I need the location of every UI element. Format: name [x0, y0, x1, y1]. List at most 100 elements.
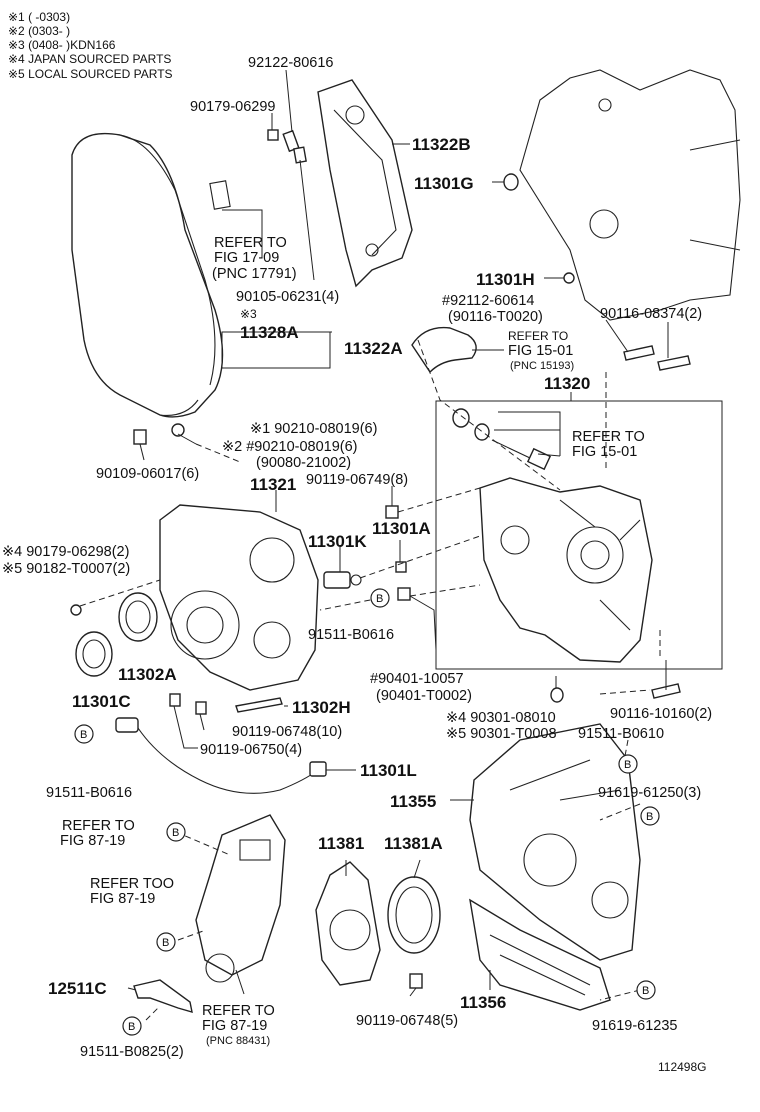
refer-15-01-line1: REFER TO: [508, 329, 568, 343]
label-91511-B0825: 91511-B0825(2): [80, 1044, 184, 1060]
svg-text:B: B: [172, 827, 179, 839]
rear-plate-11355-drawing: [469, 723, 641, 961]
label-91619-61250: 91619-61250(3): [598, 785, 701, 801]
refer-87-19-b-line1: REFER TOO: [90, 876, 174, 892]
plate-11356-drawing: [469, 898, 611, 1011]
label-11301L: 11301L: [360, 761, 417, 780]
badge-b-6: B: [156, 932, 176, 952]
drawing-number: 112498G: [658, 1060, 707, 1074]
badge-b-8: B: [122, 1016, 142, 1036]
refer-17-09-line3: (PNC 17791): [212, 266, 297, 282]
badge-b-4: B: [640, 806, 660, 826]
label-11381: 11381: [318, 834, 364, 853]
badge-b-1: B: [370, 588, 390, 608]
seal-11381A-drawing: [387, 876, 441, 954]
label-11322B: 11322B: [412, 135, 471, 154]
note-3: ※3 (0408- )KDN166: [8, 38, 116, 52]
label-90210-08019-1: ※1 90210-08019(6): [250, 421, 377, 437]
label-11301A: 11301A: [372, 519, 431, 538]
label-11301K: 11301K: [308, 532, 367, 551]
relief-valve-drawing: [452, 408, 552, 471]
label-11328A: 11328A: [240, 323, 299, 342]
refer-87-19-b-line2: FIG 87-19: [90, 891, 155, 907]
upper-timing-cover-drawing: [71, 132, 231, 418]
badge-b-5: B: [166, 822, 186, 842]
note-4: ※4 JAPAN SOURCED PARTS: [8, 52, 171, 66]
label-11320: 11320: [544, 374, 590, 393]
svg-text:B: B: [128, 1021, 135, 1033]
oil-pump-housing-drawing: [479, 477, 653, 663]
label-11301H: 11301H: [476, 270, 535, 289]
svg-text:B: B: [80, 729, 87, 741]
retainer-11381-drawing: [315, 861, 381, 986]
studs-drawing: [267, 129, 691, 699]
refer-15-01b-line1: REFER TO: [572, 429, 645, 445]
label-90105-06231: 90105-06231(4): [236, 289, 339, 305]
label-11321: 11321: [250, 475, 296, 494]
label-90116-T0020: (90116-T0020): [448, 309, 543, 325]
badge-b-7: B: [636, 980, 656, 1000]
oil-seals-drawing: [75, 592, 158, 677]
label-90119-06749: 90119-06749(8): [306, 472, 408, 488]
sensor-cable-11301L-drawing: [115, 717, 327, 794]
label-11301G: 11301G: [414, 174, 474, 193]
label-90116-10160: 90116-10160(2): [610, 706, 712, 722]
label-11301C: 11301C: [72, 692, 131, 711]
refer-87-19-c-line2: FIG 87-19: [202, 1018, 267, 1034]
label-90179-06299: 90179-06299: [190, 99, 275, 115]
sensor-11301K-drawing: [323, 571, 362, 589]
part-labels: 92122-80616 90179-06299 11322B 11301G RE…: [2, 55, 712, 1074]
label-90182-T0007: ※5 90182-T0007(2): [2, 561, 130, 577]
label-90401-T0002: (90401-T0002): [376, 688, 472, 704]
refer-87-19-c-line1: REFER TO: [202, 1003, 275, 1019]
badge-b-3: B: [618, 754, 638, 774]
label-91511-B0616-b: 91511-B0616: [46, 785, 132, 801]
notes-legend: ※1 ( -0303) ※2 (0303- ) ※3 (0408- )KDN16…: [8, 10, 173, 81]
note-1: ※1 ( -0303): [8, 10, 70, 24]
dashed-lines: [79, 339, 661, 1021]
assembly-11320-box: [435, 400, 723, 670]
label-92112-60614: #92112-60614: [442, 293, 534, 309]
bolts-11302H-drawing: [169, 693, 283, 715]
label-91619-61235: 91619-61235: [592, 1018, 677, 1034]
mark-3: ※3: [240, 307, 257, 321]
label-91511-B0616-a: 91511-B0616: [308, 627, 394, 643]
label-90301-T0008: ※5 90301-T0008: [446, 726, 557, 742]
gasket-drawing: [411, 326, 477, 374]
refer-17-09-line1: REFER TO: [214, 235, 287, 251]
label-90301-08010: ※4 90301-08010: [446, 710, 556, 726]
svg-text:B: B: [642, 985, 649, 997]
label-90119-06748-10: 90119-06748(10): [232, 724, 342, 740]
label-92122-80616: 92122-80616: [248, 55, 333, 71]
plate-11322B-drawing: [317, 79, 413, 288]
label-90401-10057: #90401-10057: [370, 671, 464, 687]
label-90116-08374: 90116-08374(2): [600, 306, 702, 322]
label-11356: 11356: [460, 993, 506, 1012]
refer-15-01-line2: FIG 15-01: [508, 343, 573, 359]
label-11355: 11355: [390, 792, 436, 811]
label-11302H: 11302H: [292, 698, 351, 717]
refer-87-19-a-line2: FIG 87-19: [60, 833, 125, 849]
label-91511-B0610: 91511-B0610: [578, 726, 664, 742]
svg-text:B: B: [646, 811, 653, 823]
label-90109-06017: 90109-06017(6): [96, 466, 199, 482]
label-90179-06298: ※4 90179-06298(2): [2, 544, 129, 560]
label-11322A: 11322A: [344, 339, 403, 358]
refer-15-01b-line2: FIG 15-01: [572, 444, 637, 460]
refer-87-19-a-line1: REFER TO: [62, 818, 135, 834]
label-90080-21002: (90080-21002): [256, 455, 351, 471]
bolts-middle-drawing: [70, 423, 423, 989]
refer-17-09-line2: FIG 17-09: [214, 250, 279, 266]
note-2: ※2 (0303- ): [8, 24, 70, 38]
leader-lines: [127, 69, 669, 997]
label-11381A: 11381A: [384, 834, 443, 853]
o-ring-11301G: [503, 173, 519, 191]
engine-block-drawing: [519, 69, 741, 321]
bracket-12511C-drawing: [133, 979, 193, 1013]
note-5: ※5 LOCAL SOURCED PARTS: [8, 67, 173, 81]
label-12511C: 12511C: [48, 979, 107, 998]
svg-text:B: B: [376, 593, 383, 605]
refer-15-01-line3: (PNC 15193): [510, 360, 574, 372]
bracket-drawing: [195, 814, 286, 983]
